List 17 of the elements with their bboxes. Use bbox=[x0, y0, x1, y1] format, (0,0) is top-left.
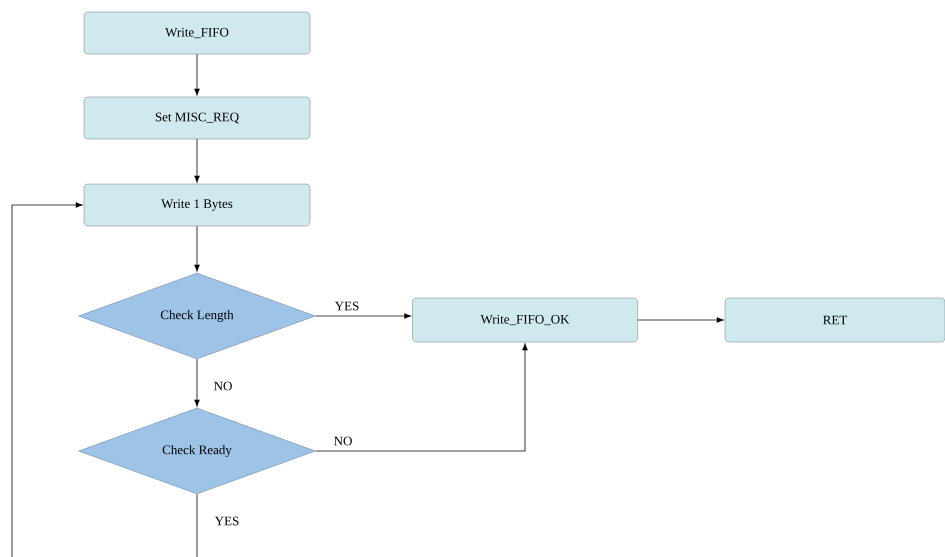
arrow bbox=[194, 358, 200, 407]
edge-label: NO bbox=[212, 380, 234, 392]
arrow bbox=[12, 202, 83, 557]
arrow bbox=[315, 313, 412, 319]
arrow bbox=[637, 317, 724, 323]
process-box: Write 1 Bytes bbox=[84, 184, 310, 226]
process-box: Set MISC_REQ bbox=[84, 96, 310, 140]
process-box: Write_FIFO bbox=[84, 12, 310, 54]
arrow bbox=[315, 343, 528, 452]
arrow bbox=[194, 138, 200, 183]
process-box: RET bbox=[724, 298, 945, 342]
arrow bbox=[194, 226, 200, 272]
edge-label: YES bbox=[334, 300, 360, 312]
process-box: Write_FIFO_OK bbox=[412, 298, 638, 342]
edge-label: NO bbox=[332, 436, 354, 446]
arrow bbox=[194, 54, 200, 96]
edge-label: YES bbox=[214, 516, 240, 526]
